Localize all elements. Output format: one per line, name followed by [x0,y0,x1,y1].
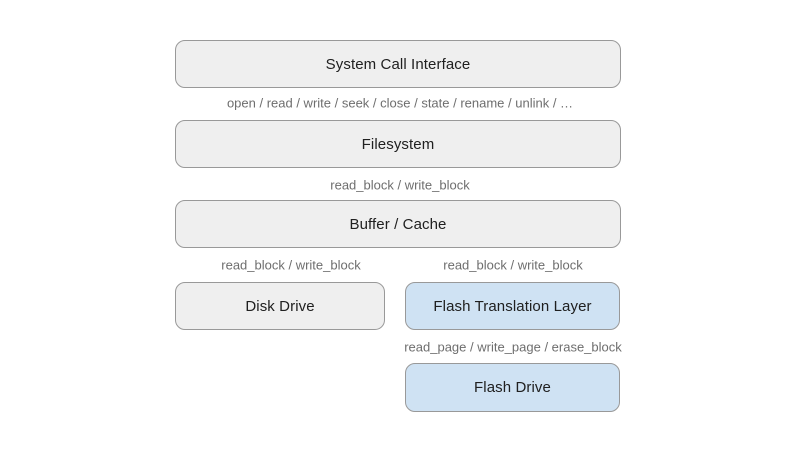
box-flash-drive: Flash Drive [405,363,620,412]
box-flash-translation-layer: Flash Translation Layer [405,282,620,330]
box-label: Buffer / Cache [349,215,447,233]
box-disk-drive: Disk Drive [175,282,385,330]
box-label: Flash Drive [474,379,551,396]
edge-label-syscalls: open / read / write / seek / close / sta… [226,95,574,111]
box-label: Disk Drive [245,297,315,315]
edge-label-buffer-to-disk: read_block / write_block [221,257,361,273]
box-filesystem: Filesystem [175,120,621,168]
edge-label-ftl-to-flash: read_page / write_page / erase_block [404,339,622,355]
edge-label-filesystem-to-buffer: read_block / write_block [330,177,470,193]
box-label: Flash Translation Layer [433,297,592,315]
box-label: System Call Interface [325,55,471,73]
box-system-call-interface: System Call Interface [175,40,621,88]
edge-label-buffer-to-ftl: read_block / write_block [443,257,583,273]
box-label: Filesystem [361,135,435,153]
box-buffer-cache: Buffer / Cache [175,200,621,248]
